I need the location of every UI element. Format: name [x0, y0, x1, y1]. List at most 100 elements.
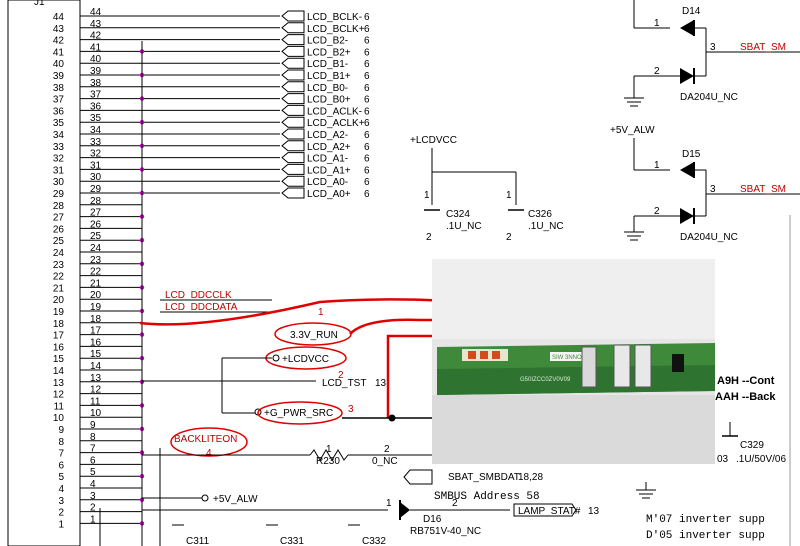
d14-pin2: 2	[654, 66, 660, 77]
d15-supply: +5V_ALW	[610, 125, 655, 136]
note-d05: D'05 inverter supp	[646, 530, 765, 542]
backliteon-label: BACKLITEON	[174, 434, 237, 445]
pin-wire-number: 33	[90, 137, 102, 148]
sbat-sheets: 18,28	[518, 472, 543, 483]
lcd-net-label: LCD_A0-	[307, 177, 348, 188]
connector-pin-number: 35	[53, 118, 65, 129]
lcd-net-port	[281, 93, 305, 105]
connector-pin-number: 3	[58, 496, 64, 507]
pin-wire-number: 39	[90, 66, 102, 77]
pin-wire-number: 38	[90, 78, 102, 89]
connector-pin-number: 15	[53, 354, 65, 365]
lcdvcc-top-label: +LCDVCC	[410, 135, 457, 146]
connector-pin-number: 30	[53, 177, 65, 188]
d14-pin1: 1	[654, 18, 660, 29]
annotation-1: 1	[318, 307, 324, 318]
lamp-stat-sheet: 13	[588, 506, 600, 517]
pin-wires	[80, 15, 280, 526]
pin-wire-number: 26	[90, 219, 102, 230]
sbat-port	[403, 469, 433, 485]
lamp-stat-label: LAMP_STAT#	[518, 506, 581, 517]
connector-pin-2	[480, 351, 488, 359]
pin-wire-number: 35	[90, 113, 102, 124]
lcd-net-sheet: 6	[364, 189, 370, 200]
connector-pin-number: 20	[53, 295, 65, 306]
lcd-net-label: LCD_B1-	[307, 59, 348, 70]
pin-wire-number: 25	[90, 231, 102, 242]
pin-wire-number: 7	[90, 444, 96, 455]
lcd-net-label: LCD_ACLK-	[307, 106, 362, 117]
d14-pin3: 3	[710, 42, 716, 53]
d14-lower-diode	[680, 68, 694, 84]
inverter-board-photo: SIW 3NNO G50IZCC0ZV0V09	[432, 259, 715, 464]
lcd-net-sheet: 6	[364, 24, 370, 35]
transformer-1	[581, 346, 597, 388]
lcd-net-port	[281, 163, 305, 175]
board-code: G50IZCC0ZV0V09	[520, 377, 571, 383]
pin-wire-number: 40	[90, 54, 102, 65]
pin-wire-number: 3	[90, 491, 96, 502]
photo-lower	[432, 395, 715, 464]
alw-label: +5V_ALW	[213, 494, 258, 505]
connector-pin-3	[492, 351, 500, 359]
pin-wire-number: 15	[90, 349, 102, 360]
lcd-net-label: LCD_BCLK-	[307, 12, 362, 23]
connector-pin-number: 44	[53, 12, 65, 23]
c326-pin1: 1	[506, 190, 512, 201]
silk-label: SIW 3NNO	[552, 355, 582, 361]
d14-upper-diode	[680, 20, 694, 36]
pin-wire-number: 31	[90, 160, 102, 171]
pin-wire-number: 5	[90, 467, 96, 478]
c329-ref: C329	[740, 440, 764, 451]
lcd-net-sheet: 6	[364, 142, 370, 153]
d15-upper-diode	[680, 162, 694, 178]
lcd-net-port	[281, 116, 305, 128]
connector-pin-number: 14	[53, 366, 65, 377]
d14-ref: D14	[682, 6, 701, 17]
lcd-net-port	[281, 152, 305, 164]
lcd-net-sheet: 6	[364, 83, 370, 94]
connector-pin-number: 5	[58, 472, 64, 483]
connector-pin-number: 42	[53, 36, 65, 47]
lcd-net-port	[281, 22, 305, 34]
connector-pin-number: 32	[53, 154, 65, 165]
connector-pin-number: 7	[58, 449, 64, 460]
pin-wire-number: 1	[90, 514, 96, 525]
lcd-net-sheet: 6	[364, 177, 370, 188]
c324-value: .1U_NC	[446, 221, 482, 232]
lcd-net-labels: LCD_BCLK-6LCD_BCLK+6LCD_B2-6LCD_B2+6LCD_…	[281, 10, 370, 200]
connector-pin-number: 22	[53, 272, 65, 283]
connector-label: J1	[34, 0, 45, 8]
d16-pin2: 2	[452, 498, 458, 509]
silk-label-box	[550, 352, 584, 361]
ddc-clk-label: LCD_DDCCLK	[165, 290, 232, 301]
alw-port	[201, 494, 209, 502]
connector-pin-number: 23	[53, 260, 65, 271]
r230-pin2: 2	[384, 444, 390, 455]
lcd-tst-sheet: 13	[375, 378, 387, 389]
connector-pin-number: 26	[53, 224, 65, 235]
pin-wire-number: 42	[90, 31, 102, 42]
d15-net: SBAT_SM	[740, 184, 786, 195]
lcd-net-port	[281, 10, 305, 22]
connector-pin-number: 2	[58, 508, 64, 519]
pin-wire-number: 2	[90, 503, 96, 514]
ddc-data-label: LCD_DDCDATA	[165, 302, 238, 313]
note-a9h: A9H --Cont	[717, 375, 775, 387]
smbus-address: SMBUS Address 58	[434, 491, 540, 503]
lcd-net-port	[281, 187, 305, 199]
output-connector	[672, 354, 684, 372]
d15-pin1: 1	[654, 160, 660, 171]
lcd-net-sheet: 6	[364, 106, 370, 117]
d14-part: DA204U_NC	[680, 92, 738, 103]
lcd-net-sheet: 6	[364, 165, 370, 176]
connector-pin-number: 43	[53, 24, 65, 35]
connector-pin-number: 40	[53, 59, 65, 70]
pin-wire-number: 17	[90, 326, 102, 337]
pin-wire-number: 19	[90, 302, 102, 313]
d14-net: SBAT_SM	[740, 42, 786, 53]
pin-wire-number: 22	[90, 267, 102, 278]
connector-pin-number: 16	[53, 342, 65, 353]
pin-wire-number: 11	[90, 396, 101, 407]
g-pwr-src-label: +G_PWR_SRC	[264, 408, 333, 419]
